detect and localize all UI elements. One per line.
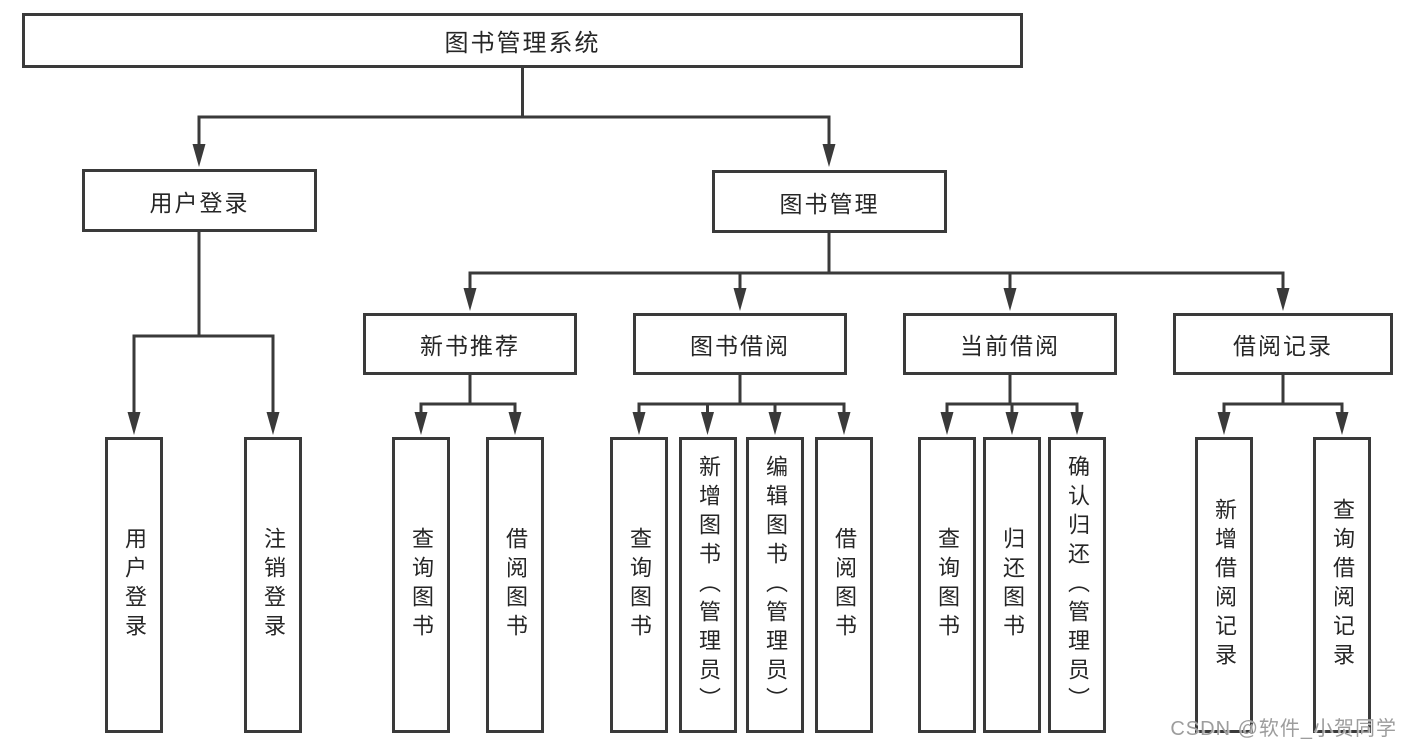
leaf-edit-book-admin-label: 编辑图书（管理员） (763, 454, 788, 716)
leaf-borrow-books-recommend: 借阅图书 (486, 437, 544, 733)
leaf-borrow-books-recommend-label: 借阅图书 (503, 527, 528, 643)
leaf-query-books-current: 查询图书 (918, 437, 976, 733)
node-user-login-label: 用户登录 (149, 189, 250, 216)
node-book-management-label: 图书管理 (779, 190, 880, 217)
node-book-management: 图书管理 (712, 170, 947, 233)
node-root-label: 图书管理系统 (444, 30, 601, 57)
leaf-query-books-borrow-label: 查询图书 (627, 527, 652, 643)
node-book-borrow: 图书借阅 (633, 313, 847, 375)
leaf-query-borrow-record: 查询借阅记录 (1313, 437, 1371, 733)
leaf-add-borrow-record: 新增借阅记录 (1195, 437, 1253, 733)
node-user-login: 用户登录 (82, 169, 317, 232)
node-borrow-records: 借阅记录 (1173, 313, 1393, 375)
node-new-book-recommend: 新书推荐 (363, 313, 577, 375)
leaf-logout: 注销登录 (244, 437, 302, 733)
leaf-user-login: 用户登录 (105, 437, 163, 733)
leaf-query-books-recommend-label: 查询图书 (409, 527, 434, 643)
csdn-watermark: CSDN @软件_小贺同学 (1170, 718, 1397, 740)
node-root: 图书管理系统 (22, 13, 1023, 68)
leaf-query-books-recommend: 查询图书 (392, 437, 450, 733)
leaf-add-book-admin: 新增图书（管理员） (679, 437, 737, 733)
node-new-book-recommend-label: 新书推荐 (420, 333, 520, 359)
leaf-borrow-books-label: 借阅图书 (832, 527, 857, 643)
leaf-return-books: 归还图书 (983, 437, 1041, 733)
leaf-logout-label: 注销登录 (261, 527, 286, 643)
leaf-borrow-books: 借阅图书 (815, 437, 873, 733)
leaf-edit-book-admin: 编辑图书（管理员） (746, 437, 804, 733)
leaf-return-books-label: 归还图书 (1000, 527, 1025, 643)
leaf-add-borrow-record-label: 新增借阅记录 (1212, 498, 1237, 672)
leaf-confirm-return-admin-label: 确认归还（管理员） (1065, 454, 1090, 716)
node-book-borrow-label: 图书借阅 (690, 333, 790, 359)
leaf-add-book-admin-label: 新增图书（管理员） (696, 454, 721, 716)
leaf-query-books-borrow: 查询图书 (610, 437, 668, 733)
node-borrow-records-label: 借阅记录 (1233, 333, 1333, 359)
leaf-confirm-return-admin: 确认归还（管理员） (1048, 437, 1106, 733)
node-current-borrow: 当前借阅 (903, 313, 1117, 375)
leaf-query-books-current-label: 查询图书 (935, 527, 960, 643)
leaf-user-login-label: 用户登录 (122, 527, 147, 643)
node-current-borrow-label: 当前借阅 (960, 333, 1060, 359)
leaf-query-borrow-record-label: 查询借阅记录 (1330, 498, 1355, 672)
